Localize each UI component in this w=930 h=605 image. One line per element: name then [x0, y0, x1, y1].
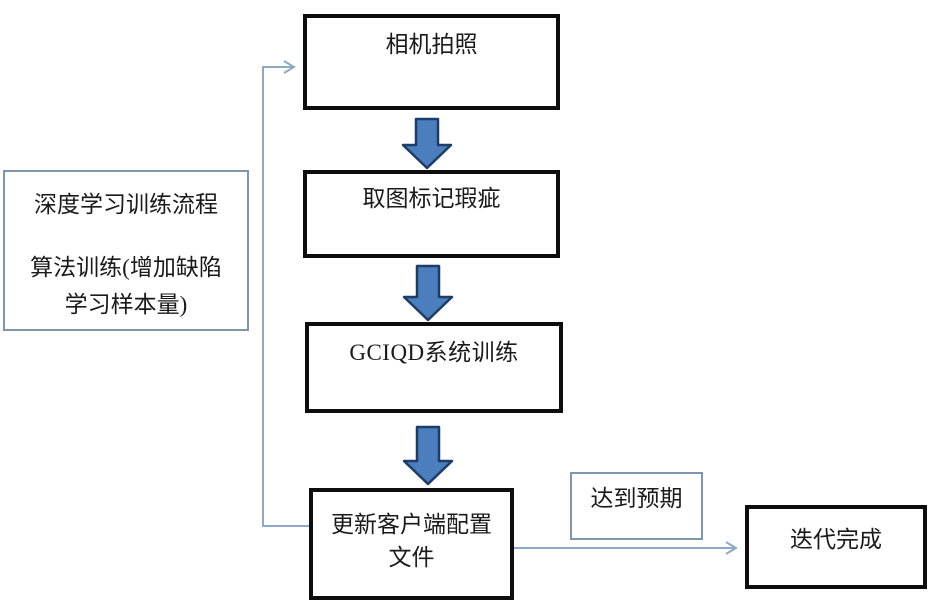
node-mark-defects: 取图标记瑕疵 [303, 170, 560, 258]
side-note-line3: 学习样本量) [64, 292, 188, 317]
node-update-config: 更新客户端配置 文件 [309, 488, 514, 600]
side-note-box: 深度学习训练流程 算法训练(增加缺陷 学习样本量) [3, 170, 249, 331]
node-mark-defects-label: 取图标记瑕疵 [362, 186, 501, 211]
edge-label-expectation-text: 达到预期 [590, 486, 683, 511]
block-arrow-down-1 [401, 117, 453, 170]
block-arrow-down-2 [402, 264, 454, 322]
node-iteration-done: 迭代完成 [745, 505, 927, 589]
feedback-connector [262, 60, 309, 527]
node-system-training: GCIQD系统训练 [305, 322, 563, 413]
node-iteration-done-label: 迭代完成 [790, 527, 882, 552]
node-update-config-line2: 文件 [388, 545, 435, 570]
side-note-line2: 算法训练(增加缺陷 [30, 255, 222, 280]
node-system-training-label: GCIQD系统训练 [349, 340, 519, 365]
node-camera-capture: 相机拍照 [303, 14, 560, 110]
node-update-config-line1: 更新客户端配置 [331, 512, 492, 537]
node-camera-capture-label: 相机拍照 [385, 32, 478, 57]
side-note-line1: 深度学习训练流程 [34, 192, 218, 217]
edge-label-expectation: 达到预期 [570, 472, 703, 540]
block-arrow-down-3 [402, 425, 454, 486]
